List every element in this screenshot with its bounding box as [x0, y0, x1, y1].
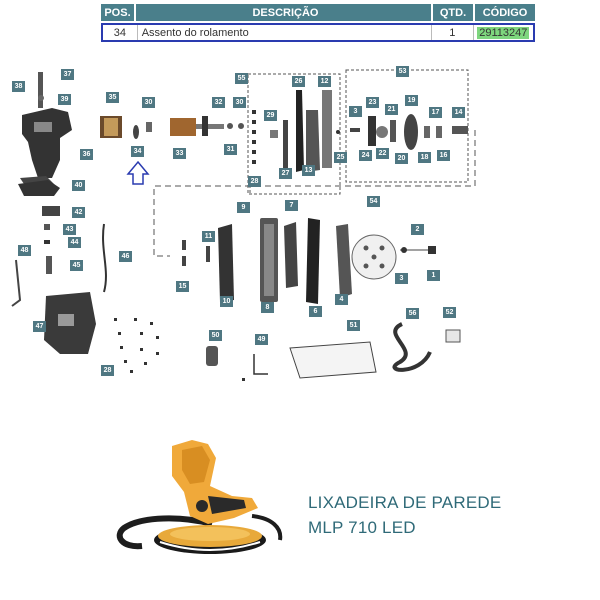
part-label: 34 — [131, 146, 144, 157]
part-label: 43 — [63, 224, 76, 235]
part-label: 13 — [302, 165, 315, 176]
part-label: 39 — [58, 94, 71, 105]
part-label: 18 — [418, 152, 431, 163]
part-label: 49 — [255, 334, 268, 345]
part-label: 35 — [106, 92, 119, 103]
part-label: 11 — [202, 231, 215, 242]
part-label: 28 — [248, 176, 261, 187]
part-label: 28 — [101, 365, 114, 376]
part-label: 16 — [437, 150, 450, 161]
part-label: 51 — [347, 320, 360, 331]
part-label: 27 — [279, 168, 292, 179]
part-label: 31 — [224, 144, 237, 155]
part-label: 38 — [12, 81, 25, 92]
header-code: CÓDIGO — [475, 4, 535, 21]
part-label: 53 — [396, 66, 409, 77]
part-label: 22 — [376, 148, 389, 159]
cell-description: Assento do rolamento — [138, 25, 432, 40]
part-label: 46 — [119, 251, 132, 262]
part-label: 9 — [237, 202, 250, 213]
part-label: 4 — [335, 294, 348, 305]
parts-table: POS. DESCRIÇÃO QTD. CÓDIGO 34 Assento do… — [101, 4, 535, 42]
cell-quantity: 1 — [432, 25, 474, 40]
part-label: 8 — [261, 302, 274, 313]
part-label: 24 — [359, 150, 372, 161]
part-label: 15 — [176, 281, 189, 292]
part-label: 45 — [70, 260, 83, 271]
highlight-arrow-icon — [126, 160, 150, 185]
part-label: 52 — [443, 307, 456, 318]
part-label: 21 — [385, 104, 398, 115]
cell-code: 29113247 — [474, 25, 533, 40]
part-label: 1 — [427, 270, 440, 281]
part-label: 36 — [80, 149, 93, 160]
part-label: 54 — [367, 196, 380, 207]
product-model: MLP 710 LED — [308, 518, 416, 537]
header-pos: POS. — [101, 4, 136, 21]
part-label: 32 — [212, 97, 225, 108]
part-label: 20 — [395, 153, 408, 164]
part-label: 26 — [292, 76, 305, 87]
part-label: 40 — [72, 180, 85, 191]
part-label: 6 — [309, 306, 322, 317]
part-label: 10 — [220, 296, 233, 307]
part-label: 30 — [233, 97, 246, 108]
part-label: 14 — [452, 107, 465, 118]
part-label: 23 — [366, 97, 379, 108]
part-label: 33 — [173, 148, 186, 159]
table-header: POS. DESCRIÇÃO QTD. CÓDIGO — [101, 4, 535, 21]
part-label: 56 — [406, 308, 419, 319]
part-label: 50 — [209, 330, 222, 341]
product-title: LIXADEIRA DE PAREDE MLP 710 LED — [308, 490, 501, 540]
part-code: 29113247 — [477, 26, 530, 39]
part-label: 47 — [33, 321, 46, 332]
exploded-diagram: 37 38 39 35 30 32 30 34 33 31 55 29 26 1… — [0, 60, 600, 390]
part-label: 3 — [395, 273, 408, 284]
table-row: 34 Assento do rolamento 1 29113247 — [101, 23, 535, 42]
part-label: 2 — [411, 224, 424, 235]
product-title-line1: LIXADEIRA DE PAREDE — [308, 493, 502, 512]
header-description: DESCRIÇÃO — [136, 4, 433, 21]
part-label: 55 — [235, 73, 248, 84]
diagram-drawing — [11, 69, 476, 381]
part-label: 17 — [429, 107, 442, 118]
part-label: 29 — [264, 110, 277, 121]
cell-pos: 34 — [103, 25, 138, 40]
part-label: 48 — [18, 245, 31, 256]
part-label: 44 — [68, 237, 81, 248]
part-label: 3 — [349, 106, 362, 117]
part-label: 37 — [61, 69, 74, 80]
part-label: 12 — [318, 76, 331, 87]
product-image — [116, 440, 283, 554]
part-label: 42 — [72, 207, 85, 218]
header-quantity: QTD. — [433, 4, 475, 21]
part-label: 19 — [405, 95, 418, 106]
part-label: 25 — [334, 152, 347, 163]
part-label: 30 — [142, 97, 155, 108]
part-label: 7 — [285, 200, 298, 211]
